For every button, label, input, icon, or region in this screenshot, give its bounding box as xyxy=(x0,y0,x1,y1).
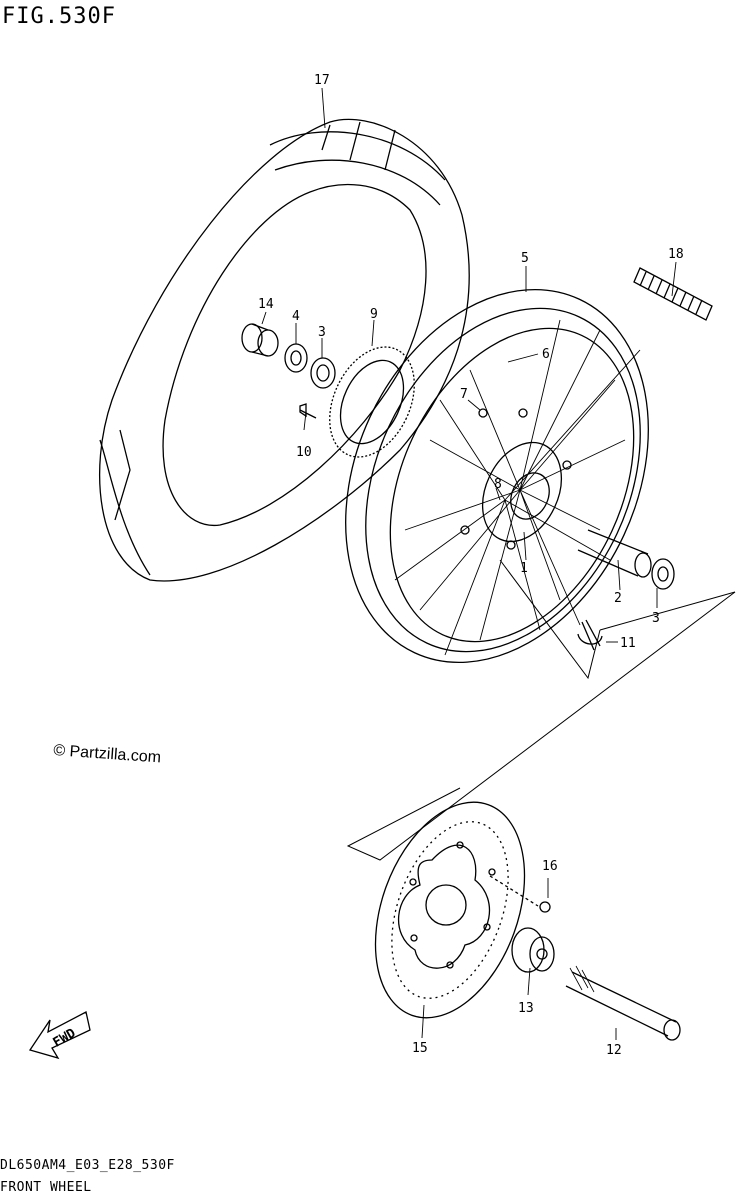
callout-label: 12 xyxy=(606,1043,622,1058)
figure-code: DL650AM4_E03_E28_530F xyxy=(0,1158,175,1173)
callout-label: 2 xyxy=(614,591,622,606)
collar xyxy=(511,927,555,973)
callout-label: 17 xyxy=(314,73,330,88)
fwd-arrow-icon xyxy=(28,1011,91,1060)
callout-label: 3 xyxy=(652,611,660,626)
callout-label: 4 xyxy=(292,309,300,324)
rim-strip xyxy=(633,267,713,321)
axle xyxy=(565,965,681,1041)
figure-title: FIG.530F xyxy=(2,4,116,29)
bearing-left xyxy=(310,357,336,389)
figure-name: FRONT WHEEL xyxy=(0,1180,92,1195)
brake-disc xyxy=(374,801,526,1019)
wheel-rim xyxy=(345,288,649,664)
callout-label: 3 xyxy=(318,325,326,340)
bolt-10 xyxy=(299,403,317,419)
callout-label: 16 xyxy=(542,859,558,874)
valve xyxy=(577,619,603,651)
sensor-rotor xyxy=(329,346,415,458)
axle-spacer xyxy=(577,529,652,578)
callout-label: 9 xyxy=(370,307,378,322)
tire xyxy=(98,118,470,582)
callout-label: 5 xyxy=(521,251,529,266)
spokes xyxy=(394,319,641,656)
hub xyxy=(460,408,572,550)
callout-label: 8 xyxy=(494,477,502,492)
callout-label: 14 xyxy=(258,297,274,312)
leader-lines xyxy=(261,87,677,1040)
callout-label: 7 xyxy=(460,387,468,402)
callout-label: 11 xyxy=(620,636,636,651)
callout-label: 1 xyxy=(520,561,528,576)
disc-screw xyxy=(489,875,551,913)
callout-label: 18 xyxy=(668,247,684,262)
dust-seal xyxy=(284,343,308,373)
callout-label: 10 xyxy=(296,445,312,460)
callout-label: 6 xyxy=(542,347,550,362)
bearing-right xyxy=(651,558,675,590)
spacer-left xyxy=(241,323,279,357)
callout-label: 15 xyxy=(412,1041,428,1056)
assembly-guide-lines xyxy=(346,559,736,861)
callout-label: 13 xyxy=(518,1001,534,1016)
